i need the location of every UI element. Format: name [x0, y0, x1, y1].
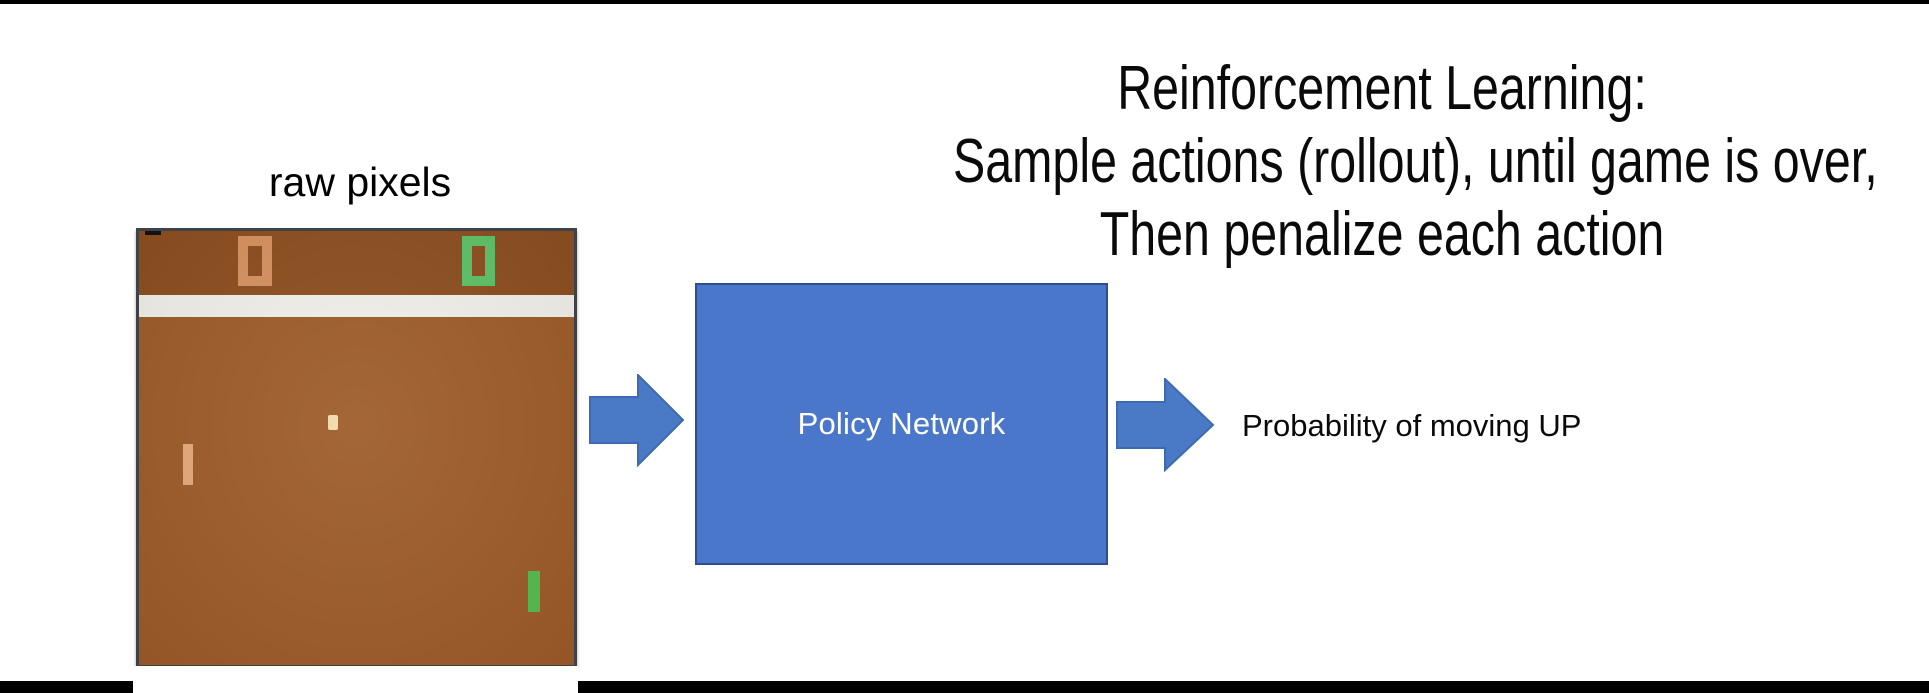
raw-pixels-label: raw pixels	[268, 159, 452, 205]
title-line-2: Sample actions (rollout), until game is …	[953, 127, 1878, 196]
game-image-white-margin	[133, 666, 578, 693]
pong-left-paddle	[183, 444, 193, 485]
pong-left-score-glyph	[238, 236, 272, 286]
pong-right-score-glyph	[462, 236, 495, 286]
pong-divider-line	[139, 295, 574, 317]
pong-screenshot	[136, 228, 577, 668]
slide-title: Reinforcement Learning: Sample actions (…	[953, 52, 1878, 271]
policy-network-box: Policy Network	[695, 283, 1108, 565]
output-arrow-icon	[1116, 378, 1215, 472]
title-line-3: Then penalize each action	[1099, 200, 1665, 269]
pong-vignette	[139, 231, 574, 665]
pong-right-paddle	[528, 571, 540, 612]
pong-score-band	[139, 231, 574, 295]
probability-output-label: Probability of moving UP	[1242, 408, 1582, 443]
policy-network-label: Policy Network	[797, 406, 1006, 441]
title-line-1: Reinforcement Learning:	[1117, 54, 1647, 123]
input-arrow-icon	[589, 374, 685, 467]
pong-top-dash	[145, 231, 161, 235]
top-edge-bar	[0, 0, 1929, 4]
pong-ball	[328, 415, 338, 430]
